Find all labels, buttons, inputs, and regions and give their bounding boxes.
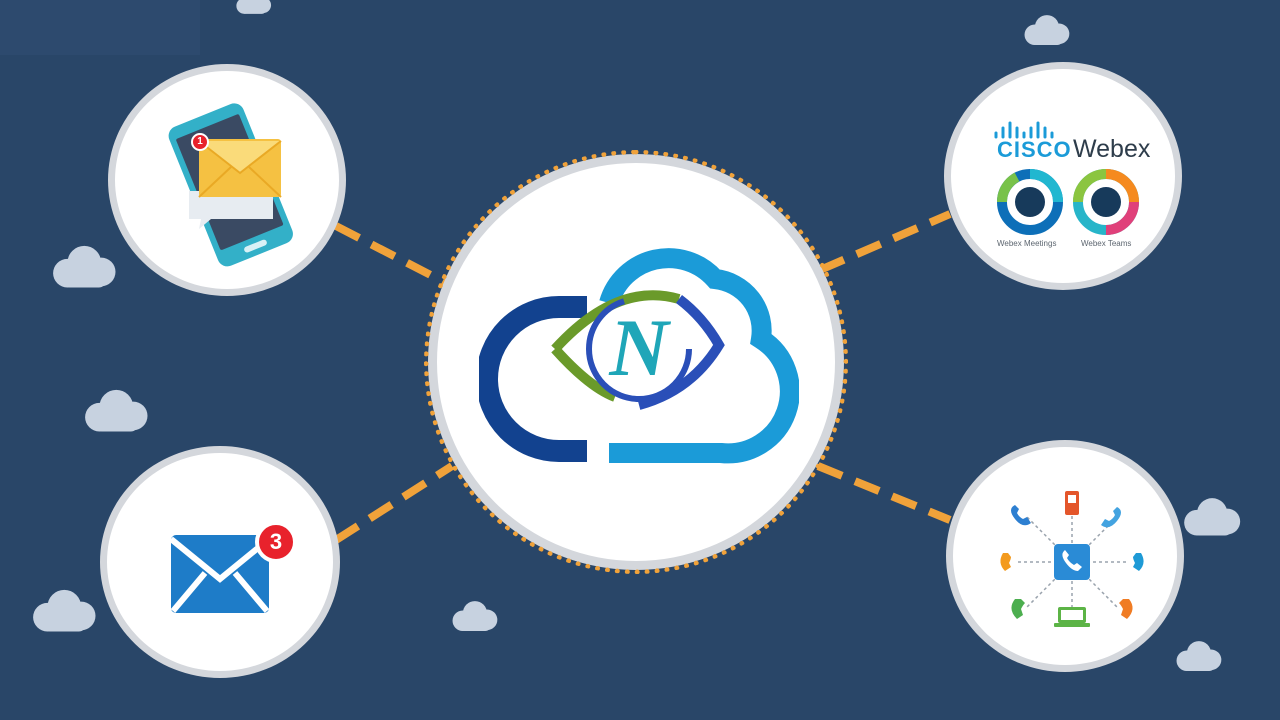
webex-teams-label: Webex Teams: [1081, 239, 1132, 248]
cloud-decoration: [236, 0, 272, 14]
mobile-email-node: 1: [108, 64, 346, 296]
cloud-decoration: [33, 589, 96, 632]
envelope-icon: [198, 139, 282, 198]
connector-voicemail: [333, 462, 455, 544]
webex-meetings-label: Webex Meetings: [997, 239, 1057, 248]
cloud-decoration: [1184, 498, 1241, 536]
cloud-decoration: [452, 601, 498, 631]
phone-icon: [1000, 553, 1011, 571]
phone-icon: [1101, 507, 1121, 528]
phone-icon: [1119, 599, 1133, 619]
envelope-icon: [169, 535, 271, 613]
mobile-phone-icon: [1065, 491, 1079, 515]
phone-icon: [1011, 599, 1025, 619]
phone-network-node: [946, 440, 1184, 672]
connector-phone-network: [816, 462, 952, 524]
cloud-decoration: [85, 389, 148, 432]
connector-cisco-webex: [818, 210, 952, 274]
logo-letter: N: [608, 302, 671, 393]
webex-meetings-icon: [997, 169, 1063, 235]
central-hub: N: [424, 150, 848, 574]
webex-product-name: Webex: [1073, 135, 1151, 163]
cloud-eye-n-logo: N: [479, 248, 799, 464]
connector-mobile-email: [334, 222, 450, 288]
cisco-bars-icon: [994, 121, 1054, 139]
cloud-decoration: [1176, 641, 1222, 671]
laptop-icon: [1054, 607, 1090, 627]
webex-teams-icon: [1073, 169, 1139, 235]
notification-badge: 1: [191, 133, 209, 151]
phone-icon: [1133, 553, 1144, 571]
cloud-decoration: [53, 245, 116, 288]
unread-count-badge: 3: [255, 521, 297, 563]
phone-network-diagram: [1000, 491, 1144, 627]
voicemail-node: 3: [100, 446, 340, 678]
phone-handset-icon: [1054, 544, 1090, 580]
cisco-webex-node: CISCO Webex Webex Meetings Webex Teams: [944, 62, 1182, 290]
corner-panel: [0, 0, 200, 55]
cisco-logo-text: CISCO: [997, 137, 1072, 162]
cloud-decoration: [1024, 15, 1070, 45]
phone-icon: [1011, 505, 1031, 526]
